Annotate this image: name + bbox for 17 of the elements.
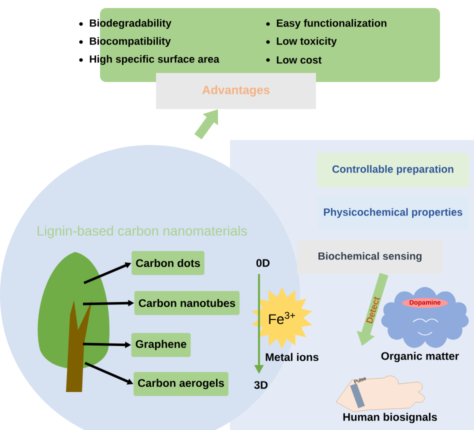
node-label: Organic matter (381, 352, 459, 362)
process-box: Controllable preparation (317, 153, 469, 187)
dimension-label: 3D (254, 381, 268, 389)
dimension-label: 0D (256, 259, 270, 267)
node-label: Human biosignals (343, 412, 437, 424)
star-burst: Fe$^{3+}$ (252, 287, 312, 349)
tree-drawing (38, 252, 110, 392)
node-label: Metal ions (266, 352, 318, 362)
process-box: Biochemical sensing (297, 240, 443, 274)
advantages-box: Biodegradability Biocompatibility High specific surface area Easy functionalization Low toxicity Low cost (79, 8, 440, 82)
material-box: Graphene (131, 333, 191, 357)
edge-label: Detect (366, 296, 380, 324)
material-box: Carbon dots (132, 251, 204, 275)
process-box: Physicochemical properties (317, 196, 469, 230)
advantages-box: Advantages (156, 73, 316, 109)
material-box: Carbon aerogels (134, 372, 228, 396)
material-box: Carbon nanotubes (134, 291, 240, 315)
